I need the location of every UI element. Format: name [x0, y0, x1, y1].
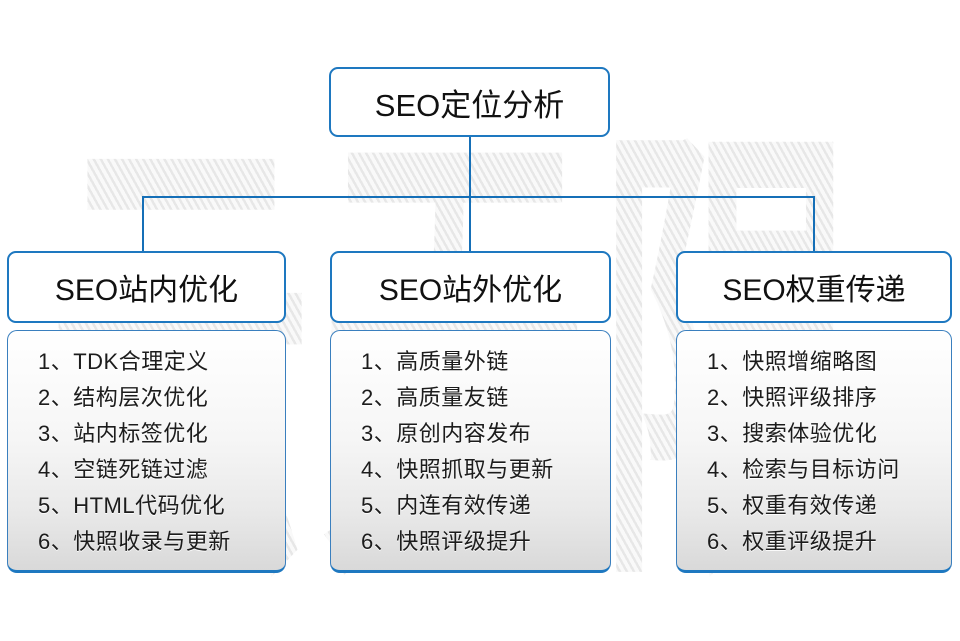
list-item: 5、内连有效传递 [361, 493, 532, 518]
root-node-seo-positioning: SEO定位分析 [329, 67, 610, 137]
branch-node-onsite: SEO站内优化 [7, 251, 286, 323]
list-item: 1、高质量外链 [361, 349, 509, 374]
list-panel-onsite: 1、TDK合理定义 2、结构层次优化 3、站内标签优化 4、空链死链过滤 5、H… [7, 330, 286, 573]
list-item: 2、高质量友链 [361, 385, 509, 410]
root-node-title: SEO定位分析 [374, 87, 565, 123]
branch-node-weight: SEO权重传递 [676, 251, 952, 323]
connector-trunk [142, 196, 815, 198]
branch-node-weight-title: SEO权重传递 [722, 274, 906, 307]
list-item: 5、权重有效传递 [707, 493, 878, 518]
list-item: 5、HTML代码优化 [38, 493, 226, 518]
list-item: 6、权重评级提升 [707, 529, 878, 554]
list-panel-offsite: 1、高质量外链 2、高质量友链 3、原创内容发布 4、快照抓取与更新 5、内连有… [330, 330, 611, 573]
list-item: 2、快照评级排序 [707, 385, 878, 410]
list-item: 1、TDK合理定义 [38, 349, 209, 374]
list-item: 4、空链死链过滤 [38, 457, 209, 482]
list-item: 2、结构层次优化 [38, 385, 209, 410]
list-item: 3、原创内容发布 [361, 421, 532, 446]
list-item: 4、快照抓取与更新 [361, 457, 554, 482]
branch-node-offsite: SEO站外优化 [330, 251, 611, 323]
branch-node-onsite-title: SEO站内优化 [54, 274, 239, 307]
connector-drop-middle [469, 196, 471, 252]
connector-drop-right [813, 196, 815, 252]
list-item: 3、搜索体验优化 [707, 421, 878, 446]
list-item: 6、快照收录与更新 [38, 529, 231, 554]
branch-node-offsite-title: SEO站外优化 [378, 274, 563, 307]
list-item: 1、快照增缩略图 [707, 349, 878, 374]
list-panel-weight: 1、快照增缩略图 2、快照评级排序 3、搜索体验优化 4、检索与目标访问 5、权… [676, 330, 952, 573]
list-item: 4、检索与目标访问 [707, 457, 900, 482]
list-item: 3、站内标签优化 [38, 421, 209, 446]
connector-drop-left [142, 196, 144, 252]
list-item: 6、快照评级提升 [361, 529, 532, 554]
connector-root-stem [469, 137, 471, 197]
